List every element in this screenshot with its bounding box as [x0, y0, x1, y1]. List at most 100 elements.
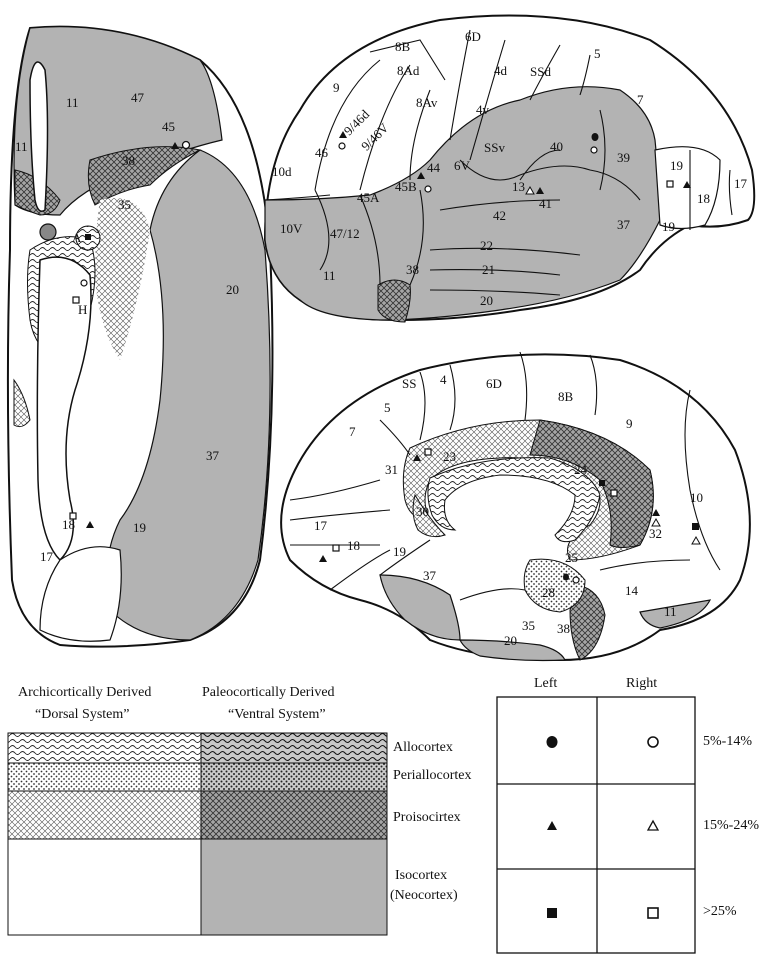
legend-row-proisocortex: Proisocirtex [393, 810, 461, 826]
m-7: 7 [349, 424, 356, 439]
legend-dorsal-isocortex [8, 839, 201, 935]
l-7: 7 [637, 92, 644, 107]
v-label-37: 37 [206, 448, 220, 463]
m-20: 20 [504, 633, 517, 648]
v-label-45: 45 [162, 119, 175, 134]
m-9: 9 [626, 416, 633, 431]
m-14: 14 [625, 583, 639, 598]
v-open-circle-45 [183, 142, 190, 149]
v-label-47: 47 [131, 90, 145, 105]
v-label-H: H [78, 302, 87, 317]
v-open-square-18 [70, 513, 76, 519]
l-13: 13 [512, 179, 525, 194]
l-19b: 19 [662, 219, 675, 234]
legend-dorsal-allocortex [8, 733, 201, 763]
v-open-square-H [73, 297, 79, 303]
m-6D: 6D [486, 376, 502, 391]
m-18: 18 [347, 538, 360, 553]
l-45A: 45A [357, 190, 380, 205]
v-label-35: 35 [118, 197, 131, 212]
m-35: 35 [522, 618, 535, 633]
ventral-view: 11 47 45 11 38 35 A H 20 37 19 18 17 [8, 27, 273, 647]
m-8B: 8B [558, 389, 574, 404]
l-37: 37 [617, 217, 631, 232]
l-40: 40 [550, 139, 563, 154]
medial-view: SS 4 6D 8B 9 5 7 31 23 24 10 32 17 18 30… [281, 352, 750, 661]
l-11: 11 [323, 268, 336, 283]
m-open-square-18 [333, 545, 339, 551]
ventral-title-line2: “Ventral System” [228, 707, 326, 723]
l-8B: 8B [395, 39, 411, 54]
m-filled-square-24 [599, 480, 605, 486]
m-open-circle-25 [573, 577, 579, 583]
m-32: 32 [649, 526, 662, 541]
key-col-left: Left [534, 676, 557, 692]
m-37: 37 [423, 568, 437, 583]
key-filled-circle [547, 736, 558, 748]
legend-ventral-allocortex [201, 733, 387, 763]
ventral-olfactory-bulb [40, 224, 56, 240]
l-SSv: SSv [484, 140, 505, 155]
l-4v: 4v [476, 102, 490, 117]
v-label-A: A [72, 230, 82, 245]
l-38: 38 [406, 262, 419, 277]
m-SS: SS [402, 376, 416, 391]
key-range-3: >25% [703, 904, 737, 920]
legend-ventral-isocortex [201, 839, 387, 935]
m-17: 17 [314, 518, 328, 533]
l-6D: 6D [465, 29, 481, 44]
legend-dorsal-proisocortex [8, 791, 201, 839]
l-8Ad: 8Ad [397, 63, 420, 78]
v-filled-square-A [85, 234, 91, 240]
l-47-12: 47/12 [330, 226, 360, 241]
m-open-square-23 [425, 449, 431, 455]
ventral-title-line1: Paleocortically Derived [202, 685, 335, 701]
l-17: 17 [734, 176, 748, 191]
l-20: 20 [480, 293, 493, 308]
key-filled-square [547, 908, 557, 918]
v-label-11b: 11 [15, 139, 28, 154]
legend-row-allocortex: Allocortex [393, 740, 453, 756]
l-18: 18 [697, 191, 710, 206]
m-10: 10 [690, 490, 703, 505]
key-range-1: 5%-14% [703, 734, 763, 750]
l-5: 5 [594, 46, 601, 61]
legend-row-isocortex-line1: Isocortex [395, 868, 447, 884]
l-6V: 6V [454, 158, 471, 173]
v-label-20: 20 [226, 282, 239, 297]
m-filled-square-10 [692, 523, 699, 530]
l-open-square-19 [667, 181, 673, 187]
m-4: 4 [440, 372, 447, 387]
l-21: 21 [482, 262, 495, 277]
legend-row-isocortex-line2: (Neocortex) [390, 888, 458, 904]
legend-ventral-periallocortex [201, 763, 387, 791]
key-col-right: Right [626, 676, 657, 692]
m-5: 5 [384, 400, 391, 415]
l-4d: 4d [494, 63, 508, 78]
l-42: 42 [493, 208, 506, 223]
pattern-legend [8, 733, 387, 935]
v-open-circle-H [81, 280, 87, 286]
l-open-circle-45B [425, 186, 431, 192]
key-range-2: 15%-24% [703, 818, 763, 834]
l-10V: 10V [280, 221, 303, 236]
v-label-11a: 11 [66, 95, 79, 110]
l-open-circle-40 [591, 147, 597, 153]
dorsal-title-line2: “Dorsal System” [35, 707, 129, 723]
m-filled-circle-25 [563, 574, 569, 581]
v-label-38: 38 [122, 153, 135, 168]
l-39: 39 [617, 150, 630, 165]
legend-ventral-proisocortex [201, 791, 387, 839]
m-31: 31 [385, 462, 398, 477]
symbol-key-grid [497, 697, 695, 953]
l-8Av: 8Av [416, 95, 438, 110]
l-41: 41 [539, 196, 552, 211]
m-11: 11 [664, 604, 677, 619]
l-9: 9 [333, 80, 340, 95]
dorsal-title-line1: Archicortically Derived [18, 685, 151, 701]
m-24: 24 [574, 462, 588, 477]
m-19: 19 [393, 544, 406, 559]
m-38: 38 [557, 621, 570, 636]
v-label-17: 17 [40, 549, 54, 564]
l-19a: 19 [670, 158, 683, 173]
